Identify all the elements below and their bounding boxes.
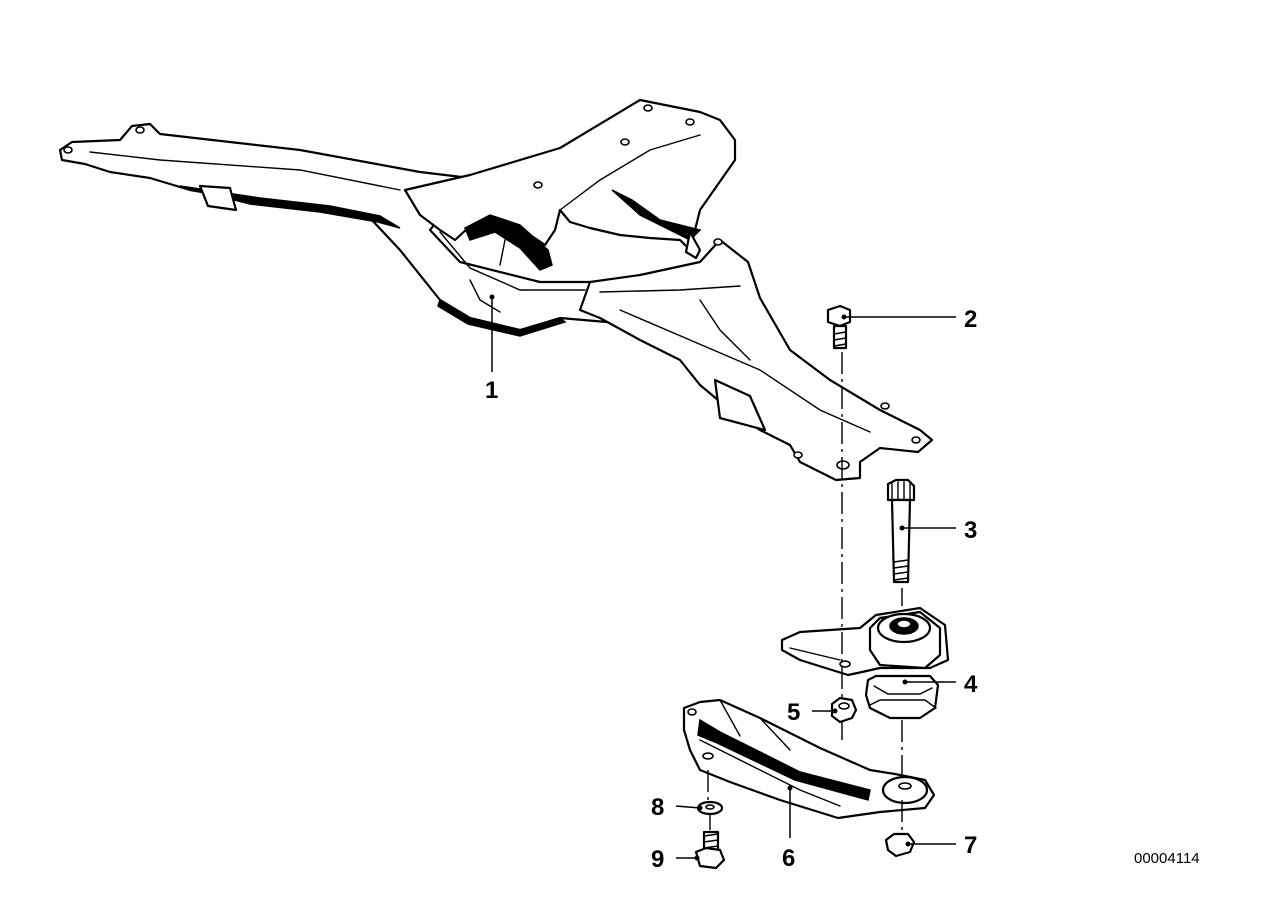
callout-9: 9 bbox=[651, 846, 664, 873]
washer[interactable] bbox=[696, 800, 724, 816]
axle-carrier[interactable] bbox=[58, 98, 934, 482]
callout-3: 3 bbox=[964, 517, 977, 544]
callout-5: 5 bbox=[787, 699, 800, 726]
callout-6: 6 bbox=[782, 845, 795, 872]
rubber-mount[interactable] bbox=[780, 606, 950, 720]
hex-bolt[interactable] bbox=[826, 304, 852, 350]
callout-4: 4 bbox=[964, 671, 978, 698]
hex-bolt-bottom[interactable] bbox=[694, 830, 726, 870]
nut-5[interactable] bbox=[830, 696, 858, 724]
stud-bolt[interactable] bbox=[886, 478, 916, 584]
callout-2: 2 bbox=[964, 306, 977, 333]
callout-8: 8 bbox=[651, 794, 664, 821]
support-bracket[interactable] bbox=[682, 698, 936, 820]
diagram-reference-number: 00004114 bbox=[1134, 850, 1200, 867]
callout-7: 7 bbox=[964, 832, 977, 859]
nut-7[interactable] bbox=[884, 832, 916, 858]
assembly-centerlines bbox=[707, 352, 903, 834]
callout-1: 1 bbox=[485, 377, 498, 404]
leader-lines bbox=[491, 298, 956, 859]
